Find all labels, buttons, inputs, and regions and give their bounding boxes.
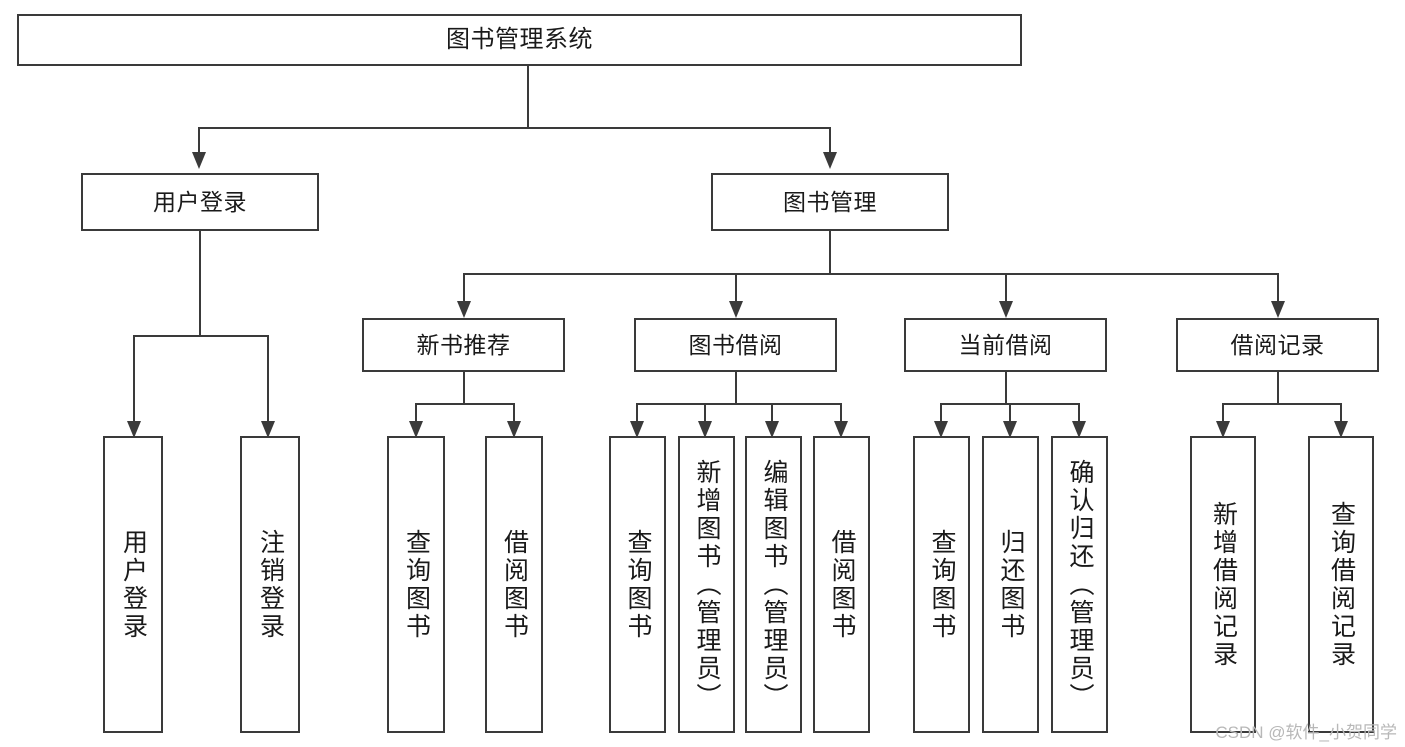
node-label: 新书推荐	[416, 331, 511, 358]
node-label: 查询图书	[402, 528, 431, 641]
node-label: 查询图书	[624, 528, 652, 641]
connector-level2-bus	[198, 127, 830, 129]
arrowhead-to-new-books	[457, 301, 471, 318]
connector-new-books-stem	[463, 372, 465, 403]
node-label: 归还图书	[997, 528, 1025, 641]
connector-root-stem	[527, 66, 529, 127]
connector-book-mgmt-stem	[829, 231, 831, 273]
connector-current-drop-1	[940, 403, 942, 421]
leaf-borrow-book-new[interactable]: 借阅图书	[485, 436, 543, 733]
leaf-borrow-book-borrow[interactable]: 借阅图书	[813, 436, 870, 733]
connector-level3-bus	[463, 273, 1277, 275]
connector-user-login-stem	[199, 231, 201, 335]
node-book-management[interactable]: 图书管理	[711, 173, 949, 231]
node-label: 当前借阅	[958, 331, 1053, 358]
connector-borrow-drop-1	[636, 403, 638, 421]
connector-records-bus	[1222, 403, 1341, 405]
node-label: 查询借阅记录	[1327, 500, 1356, 669]
connector-borrow-drop-4	[840, 403, 842, 421]
node-borrow-records[interactable]: 借阅记录	[1176, 318, 1379, 372]
connector-borrow-stem	[735, 372, 737, 403]
leaf-query-book-current[interactable]: 查询图书	[913, 436, 970, 733]
arrowhead-leaf-logout	[261, 421, 275, 438]
connector-records-drop-2	[1340, 403, 1342, 421]
leaf-add-book-admin[interactable]: 新增图书（管理员）	[678, 436, 735, 733]
node-label: 确认归还（管理员）	[1066, 458, 1094, 711]
arrowhead-leaf-query-book-2	[630, 421, 644, 438]
arrowhead-leaf-query-book-1	[409, 421, 423, 438]
leaf-query-book-borrow[interactable]: 查询图书	[609, 436, 666, 733]
connector-drop-to-new-books	[463, 273, 465, 301]
connector-borrow-drop-3	[771, 403, 773, 421]
node-label: 用户登录	[119, 528, 148, 641]
leaf-logout[interactable]: 注销登录	[240, 436, 300, 733]
arrowhead-leaf-query-record	[1334, 421, 1348, 438]
connector-user-login-drop-1	[133, 335, 135, 421]
connector-drop-to-records	[1277, 273, 1279, 301]
node-label: 图书管理	[783, 188, 877, 215]
arrowhead-leaf-return-book	[1003, 421, 1017, 438]
connector-user-login-drop-2	[267, 335, 269, 421]
arrowhead-leaf-edit-book	[765, 421, 779, 438]
node-label: 编辑图书（管理员）	[760, 458, 788, 711]
node-label: 借阅图书	[500, 528, 529, 641]
arrowhead-leaf-user-login	[127, 421, 141, 438]
connector-new-books-drop-1	[415, 403, 417, 421]
arrowhead-leaf-query-book-3	[934, 421, 948, 438]
arrowhead-leaf-borrow-book-1	[507, 421, 521, 438]
leaf-query-book-new[interactable]: 查询图书	[387, 436, 445, 733]
node-label: 借阅记录	[1230, 331, 1325, 358]
connector-new-books-drop-2	[513, 403, 515, 421]
node-label: 借阅图书	[828, 528, 856, 641]
node-new-book-recommend[interactable]: 新书推荐	[362, 318, 565, 372]
arrowhead-to-records	[1271, 301, 1285, 318]
leaf-edit-book-admin[interactable]: 编辑图书（管理员）	[745, 436, 802, 733]
leaf-query-borrow-record[interactable]: 查询借阅记录	[1308, 436, 1374, 733]
node-root-system[interactable]: 图书管理系统	[17, 14, 1022, 66]
arrowhead-leaf-borrow-book-2	[834, 421, 848, 438]
connector-current-stem	[1005, 372, 1007, 403]
connector-borrow-bus	[636, 403, 840, 405]
connector-user-login-bus	[133, 335, 267, 337]
connector-new-books-bus	[415, 403, 514, 405]
node-label: 图书管理系统	[446, 26, 593, 54]
node-label: 查询图书	[928, 528, 956, 641]
node-current-borrow[interactable]: 当前借阅	[904, 318, 1107, 372]
node-label: 注销登录	[256, 528, 285, 641]
arrowhead-leaf-add-record	[1216, 421, 1230, 438]
leaf-confirm-return-admin[interactable]: 确认归还（管理员）	[1051, 436, 1108, 733]
arrowhead-to-borrow	[729, 301, 743, 318]
connector-current-drop-2	[1009, 403, 1011, 421]
leaf-return-book[interactable]: 归还图书	[982, 436, 1039, 733]
connector-records-stem	[1277, 372, 1279, 403]
leaf-add-borrow-record[interactable]: 新增借阅记录	[1190, 436, 1256, 733]
node-label: 用户登录	[153, 188, 247, 215]
connector-borrow-drop-2	[704, 403, 706, 421]
arrowhead-to-book-mgmt	[823, 152, 837, 169]
connector-drop-to-book-mgmt	[829, 127, 831, 152]
connector-drop-to-borrow	[735, 273, 737, 301]
connector-records-drop-1	[1222, 403, 1224, 421]
connector-drop-to-user-login	[198, 127, 200, 152]
arrowhead-to-current	[999, 301, 1013, 318]
node-user-login[interactable]: 用户登录	[81, 173, 319, 231]
node-label: 图书借阅	[688, 331, 783, 358]
arrowhead-leaf-add-book	[698, 421, 712, 438]
leaf-user-login[interactable]: 用户登录	[103, 436, 163, 733]
connector-drop-to-current	[1005, 273, 1007, 301]
node-book-borrow[interactable]: 图书借阅	[634, 318, 837, 372]
arrowhead-to-user-login	[192, 152, 206, 169]
node-label: 新增图书（管理员）	[693, 458, 721, 711]
arrowhead-leaf-confirm-return	[1072, 421, 1086, 438]
connector-current-drop-3	[1078, 403, 1080, 421]
node-label: 新增借阅记录	[1209, 500, 1238, 669]
